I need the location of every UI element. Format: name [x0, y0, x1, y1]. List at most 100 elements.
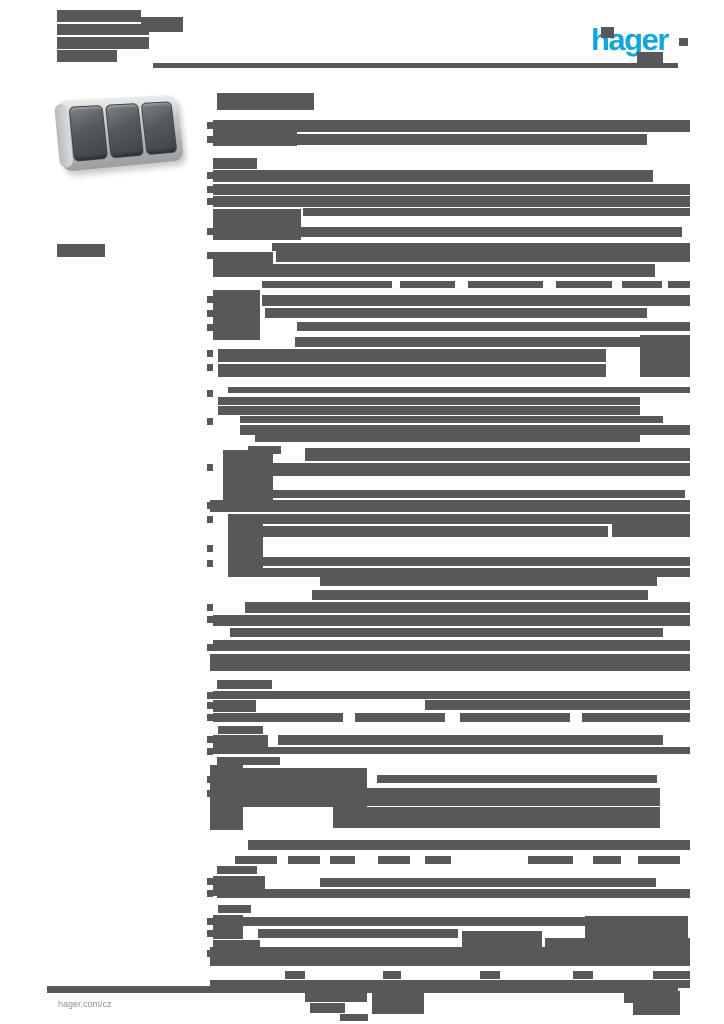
content-redacted-text-block	[228, 463, 690, 476]
content-redacted-text-block	[263, 568, 690, 577]
content-redacted-text-block	[228, 514, 690, 524]
content-redacted-text-block	[207, 350, 213, 357]
content-redacted-text-block	[207, 714, 213, 721]
footer-redacted-text-block	[310, 1003, 345, 1013]
footer-redacted-text-block	[305, 991, 367, 1002]
content-redacted-text-block	[528, 856, 573, 864]
content-redacted-text-block	[213, 290, 260, 340]
content-redacted-text-block	[218, 726, 263, 734]
content-redacted-text-block	[265, 490, 685, 498]
content-redacted-text-block	[213, 120, 297, 146]
header-redacted-text-block	[57, 24, 149, 35]
content-redacted-text-block	[207, 560, 213, 567]
content-redacted-text-block	[585, 916, 688, 938]
content-redacted-text-block	[295, 337, 640, 347]
header-redacted-text-block	[57, 50, 117, 62]
content-redacted-text-block	[612, 514, 690, 537]
content-redacted-text-block	[288, 856, 320, 864]
content-redacted-text-block	[207, 878, 213, 885]
content-redacted-text-block	[213, 184, 690, 195]
content-redacted-text-block	[207, 790, 213, 797]
content-redacted-text-block	[263, 557, 690, 566]
content-redacted-text-block	[207, 776, 213, 783]
content-redacted-text-block	[213, 700, 256, 712]
content-redacted-text-block	[217, 889, 690, 898]
content-redacted-text-block	[217, 866, 257, 874]
content-redacted-text-block	[213, 615, 690, 626]
content-redacted-text-block	[207, 918, 213, 925]
content-redacted-text-block	[240, 416, 663, 423]
content-redacted-text-block	[312, 590, 648, 600]
content-redacted-text-block	[653, 971, 690, 979]
content-redacted-text-block	[207, 616, 213, 623]
content-redacted-text-block	[213, 915, 243, 939]
content-redacted-text-block	[213, 747, 690, 754]
content-redacted-text-block	[207, 310, 213, 317]
content-redacted-text-block	[207, 122, 213, 129]
content-redacted-text-block	[355, 713, 445, 722]
content-redacted-text-block	[228, 526, 608, 537]
content-redacted-text-block	[207, 464, 213, 471]
content-redacted-text-block	[218, 364, 606, 377]
content-redacted-text-block	[213, 264, 655, 277]
content-redacted-text-block	[207, 502, 213, 509]
content-redacted-text-block	[297, 322, 690, 331]
content-redacted-text-block	[213, 691, 690, 699]
content-redacted-text-block	[207, 136, 213, 143]
content-redacted-text-block	[480, 971, 500, 979]
header-redacted-text-block	[601, 27, 614, 38]
content-redacted-text-block	[297, 120, 690, 132]
product-rocker-right	[140, 101, 178, 156]
footer-website-link[interactable]: hager.com/cz	[58, 999, 112, 1009]
content-redacted-text-block	[622, 281, 662, 288]
content-redacted-text-block	[207, 748, 213, 755]
content-redacted-text-block	[333, 807, 660, 828]
content-redacted-text-block	[217, 93, 314, 110]
content-redacted-text-block	[303, 208, 690, 216]
content-redacted-text-block	[207, 172, 213, 179]
content-redacted-text-block	[556, 281, 612, 288]
content-redacted-text-block	[207, 692, 213, 699]
product-image	[54, 94, 204, 189]
content-redacted-text-block	[276, 251, 690, 262]
content-redacted-text-block	[210, 765, 243, 830]
content-redacted-text-block	[228, 387, 690, 393]
content-redacted-text-block	[218, 349, 606, 362]
content-redacted-text-block	[207, 516, 213, 523]
content-redacted-text-block	[593, 856, 621, 864]
content-redacted-text-block	[207, 545, 213, 552]
content-redacted-text-block	[207, 604, 213, 611]
footer-redacted-text-block	[372, 993, 424, 1014]
content-redacted-text-block	[213, 640, 690, 651]
content-redacted-text-block	[210, 654, 690, 671]
content-redacted-text-block	[468, 281, 543, 288]
content-redacted-text-block	[207, 702, 213, 709]
content-redacted-text-block	[240, 917, 585, 926]
footer-redacted-text-block	[340, 1014, 368, 1021]
content-redacted-text-block	[207, 736, 213, 743]
left-column-redacted-text-block	[57, 244, 105, 257]
content-redacted-text-block	[460, 713, 570, 722]
header-redacted-text-block	[57, 37, 149, 49]
content-redacted-text-block	[217, 757, 280, 765]
content-redacted-text-block	[638, 856, 680, 864]
content-redacted-text-block	[248, 840, 690, 850]
header-redacted-text-block	[141, 17, 183, 32]
footer-redacted-text-block	[47, 986, 678, 993]
content-redacted-text-block	[425, 700, 690, 710]
content-redacted-text-block	[245, 602, 690, 613]
content-redacted-text-block	[228, 514, 263, 577]
content-redacted-text-block	[210, 980, 690, 988]
content-redacted-text-block	[207, 890, 213, 897]
content-redacted-text-block	[207, 252, 213, 259]
product-image-body	[54, 94, 185, 172]
content-redacted-text-block	[320, 577, 657, 586]
content-redacted-text-block	[305, 448, 690, 461]
content-redacted-text-block	[377, 775, 657, 783]
header-redacted-text-block	[637, 52, 663, 64]
content-redacted-text-block	[207, 950, 213, 957]
content-redacted-text-block	[258, 929, 458, 938]
content-redacted-text-block	[265, 308, 647, 318]
content-redacted-text-block	[262, 295, 690, 306]
